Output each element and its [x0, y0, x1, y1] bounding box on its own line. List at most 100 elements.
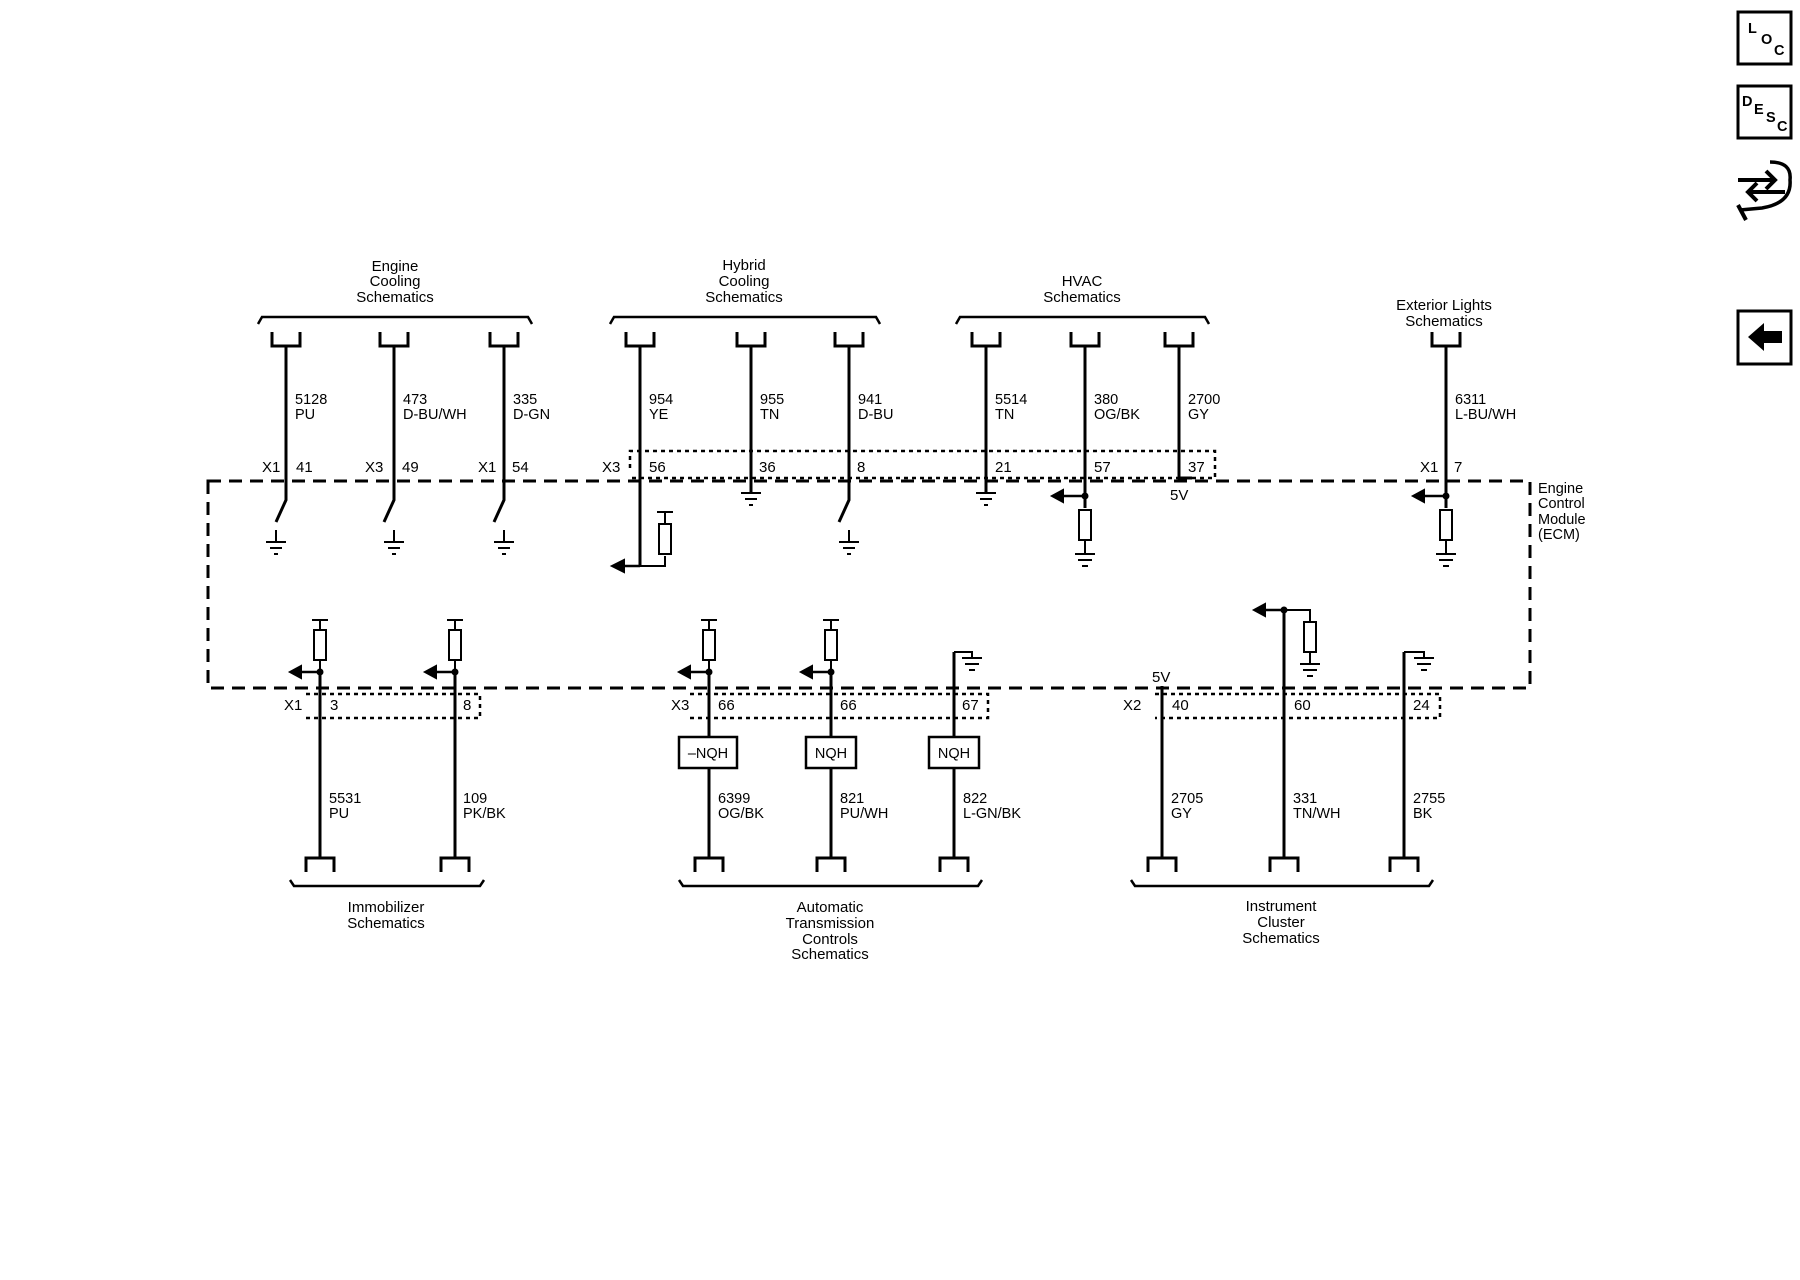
connector-stub-941[interactable] — [833, 332, 865, 348]
nqh-box-821: NQH — [804, 735, 858, 770]
wire-color: GY — [1171, 806, 1192, 822]
pin-number: 8 — [463, 697, 471, 714]
pulldown-380 — [1049, 488, 1095, 567]
reference-voltage-label: 5V — [1170, 487, 1188, 504]
connector-stub-5531[interactable] — [304, 856, 336, 872]
swap-connector-icon[interactable] — [1736, 160, 1792, 221]
connector-stub-109[interactable] — [439, 856, 471, 872]
connector-stub-2705[interactable] — [1146, 856, 1178, 872]
hybrid-cooling-group: Hybrid Cooling Schematics — [608, 257, 882, 325]
wire-color: L-GN/BK — [963, 806, 1021, 822]
pin-number: 56 — [649, 459, 666, 476]
svg-text:Schematics: Schematics — [1242, 930, 1320, 947]
circuit-number: 5531 — [329, 791, 361, 807]
circuit-number: 941 — [858, 392, 882, 408]
circuit-number: 6399 — [718, 791, 750, 807]
svg-text:Schematics: Schematics — [1043, 289, 1121, 306]
connector-stub-6399[interactable] — [693, 856, 725, 872]
pullup-954 — [609, 511, 673, 574]
connector-label: X1 — [284, 697, 302, 714]
wire-5128 — [274, 346, 288, 523]
connector-stub-2755[interactable] — [1388, 856, 1420, 872]
pin-number: 66 — [840, 697, 857, 714]
wire-2700 — [1177, 346, 1192, 480]
engine-cooling-group: Engine Cooling Schematics — [256, 258, 534, 325]
connector-stub-822[interactable] — [938, 856, 970, 872]
connector-stub-473[interactable] — [378, 332, 410, 348]
ecm-module-boundary — [206, 479, 1532, 690]
wire-color: PU — [295, 407, 315, 423]
connector-stub-6311[interactable] — [1430, 332, 1462, 348]
x2-bottom-connector-outline — [1155, 692, 1442, 720]
bottom-circuit-labels: 5531 PU 109 PK/BK 6399 OG/BK 821 PU/WH 8… — [329, 791, 1445, 822]
svg-text:Exterior Lights: Exterior Lights — [1396, 297, 1492, 314]
wire-color: PU/WH — [840, 806, 888, 822]
connector-stub-331[interactable] — [1268, 856, 1300, 872]
pin-number: 60 — [1294, 697, 1311, 714]
exterior-lights-group: Exterior Lights Schematics — [1396, 297, 1492, 330]
wire-color: TN — [760, 407, 779, 423]
pin-number: 36 — [759, 459, 776, 476]
pin-number: 66 — [718, 697, 735, 714]
connector-stub-954[interactable] — [624, 332, 656, 348]
desc-letter-c: C — [1777, 119, 1788, 135]
circuit-number: 2705 — [1171, 791, 1203, 807]
connector-stub-380[interactable] — [1069, 332, 1101, 348]
wire-color: L-BU/WH — [1455, 407, 1516, 423]
circuit-number: 2755 — [1413, 791, 1445, 807]
wire-color: GY — [1188, 407, 1209, 423]
nqh-box-822: NQH — [927, 735, 981, 770]
desc-letter-s: S — [1766, 110, 1776, 126]
connector-stub-335[interactable] — [488, 332, 520, 348]
wire-color: D-BU — [858, 407, 893, 423]
desc-button[interactable]: D E S C — [1736, 84, 1793, 140]
circuit-number: 5128 — [295, 392, 327, 408]
pulldown-6311 — [1410, 488, 1456, 567]
svg-text:Schematics: Schematics — [791, 946, 869, 963]
pin-number: 3 — [330, 697, 338, 714]
pin-number: 7 — [1454, 459, 1462, 476]
nqh-box-6399: –NQH — [677, 735, 739, 770]
pin-number: 37 — [1188, 459, 1205, 476]
x3-top-connector-outline — [628, 449, 1217, 480]
svg-text:HVAC: HVAC — [1062, 273, 1103, 290]
circuit-number: 6311 — [1455, 392, 1486, 408]
wire-color: OG/BK — [1094, 407, 1140, 423]
svg-text:Hybrid: Hybrid — [722, 257, 765, 274]
svg-text:NQH: NQH — [815, 746, 847, 762]
circuit-number: 2700 — [1188, 392, 1220, 408]
connector-stub-5128[interactable] — [270, 332, 302, 348]
wire-color: D-BU/WH — [403, 407, 467, 423]
svg-text:NQH: NQH — [938, 746, 970, 762]
x1-bottom-connector-outline — [306, 692, 482, 720]
pin-number: 67 — [962, 697, 979, 714]
pin-number: 41 — [296, 459, 313, 476]
connector-stub-955[interactable] — [735, 332, 767, 348]
circuit-number: 954 — [649, 392, 673, 408]
circuit-number: 331 — [1293, 791, 1317, 807]
loc-button[interactable]: L O C — [1736, 10, 1793, 66]
svg-text:Schematics: Schematics — [356, 289, 434, 306]
connector-stub-5514[interactable] — [970, 332, 1002, 348]
svg-text:Cluster: Cluster — [1257, 914, 1305, 931]
connector-label: X3 — [602, 459, 620, 476]
wire-color: TN — [995, 407, 1014, 423]
connector-stub-821[interactable] — [815, 856, 847, 872]
connector-stub-2700[interactable] — [1163, 332, 1195, 348]
wire-color: D-GN — [513, 407, 550, 423]
immobilizer-group: Immobilizer Schematics — [288, 879, 486, 932]
instrument-cluster-group: Instrument Cluster Schematics — [1129, 879, 1435, 947]
top-pin-labels: X1 41 X3 49 X1 54 X3 56 36 8 21 57 37 X1… — [262, 459, 1462, 504]
x3-bottom-connector-outline — [690, 692, 990, 720]
circuit-number: 955 — [760, 392, 784, 408]
wire-941 — [837, 346, 851, 523]
svg-text:Engine: Engine — [372, 258, 419, 275]
desc-letter-e: E — [1754, 102, 1764, 118]
svg-text:Schematics: Schematics — [1405, 313, 1483, 330]
pin-number: 40 — [1172, 697, 1189, 714]
wire-color: TN/WH — [1293, 806, 1341, 822]
svg-text:Immobilizer: Immobilizer — [348, 899, 425, 916]
back-button[interactable] — [1736, 309, 1793, 366]
pin-number: 24 — [1413, 697, 1430, 714]
